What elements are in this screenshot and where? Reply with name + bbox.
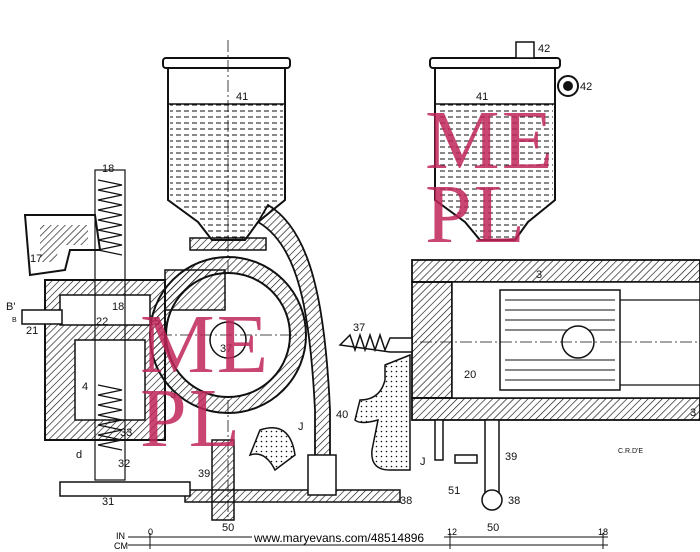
label-42-top: 42: [538, 43, 550, 55]
scale-tick-12: 12: [447, 527, 457, 537]
credit-text: www.maryevans.com/48514896: [253, 531, 424, 545]
label-j-right: J: [420, 456, 426, 468]
watermark-line2-right: PL: [425, 168, 527, 261]
label-31: 31: [102, 496, 114, 508]
label-d: d: [76, 449, 82, 461]
reservoir-right: [429, 41, 579, 241]
label-41-right: 41: [476, 91, 488, 103]
label-37-left: 37: [220, 343, 232, 355]
label-j-left: J: [298, 421, 304, 433]
scale-cm-label: CM: [114, 541, 128, 551]
right-section-view: [338, 41, 700, 511]
label-39-right: 39: [505, 451, 517, 463]
label-51: 51: [448, 485, 460, 497]
watermark-line1-right: ME: [425, 94, 555, 187]
scale-tick-18: 18: [598, 527, 608, 537]
label-38-left: 38: [400, 495, 412, 507]
credit-backdrop: [252, 530, 444, 544]
label-20: 20: [464, 369, 476, 381]
label-18-top: 18: [102, 163, 114, 175]
label-38-right: 38: [508, 495, 520, 507]
label-50-right: 50: [487, 522, 499, 534]
label-b-prime: B': [6, 301, 15, 313]
label-22: 22: [96, 316, 108, 328]
spark-plug: [338, 332, 413, 353]
scale-tick-0: 0: [148, 527, 153, 537]
watermark-right: ME PL: [425, 94, 555, 261]
label-b: B: [12, 317, 17, 324]
watermark-left: ME PL: [140, 298, 270, 465]
left-section-view: [21, 40, 401, 521]
label-40: 40: [336, 409, 348, 421]
watermark-line2-left: PL: [140, 372, 242, 465]
label-50-left: 50: [222, 522, 234, 534]
scale-in-label: IN: [116, 531, 125, 541]
label-37-right: 37: [353, 322, 365, 334]
label-3-right-bottom: 3: [690, 407, 696, 419]
label-39-left: 39: [198, 468, 210, 480]
label-18-mid: 18: [112, 301, 124, 313]
label-3-right-top: 3: [536, 269, 542, 281]
label-32: 32: [118, 458, 130, 470]
label-42-side: 42: [580, 81, 592, 93]
label-41-left: 41: [236, 91, 248, 103]
label-4: 4: [82, 381, 88, 393]
label-17: 17: [30, 253, 42, 265]
callout-labels: 41 41 42 42 18 18 17 21 B' B 22 15 4 3 3…: [6, 43, 696, 534]
label-3-left: 3: [170, 389, 176, 401]
label-15: 15: [148, 316, 160, 328]
label-21: 21: [26, 325, 38, 337]
artist-initials: C.R.D'E: [618, 448, 643, 455]
carburettor-left: [21, 169, 226, 497]
cylinder-block: [400, 259, 700, 421]
reservoir-left: [162, 40, 291, 520]
watermark-line1-left: ME: [140, 298, 270, 391]
label-33: 33: [120, 427, 132, 439]
